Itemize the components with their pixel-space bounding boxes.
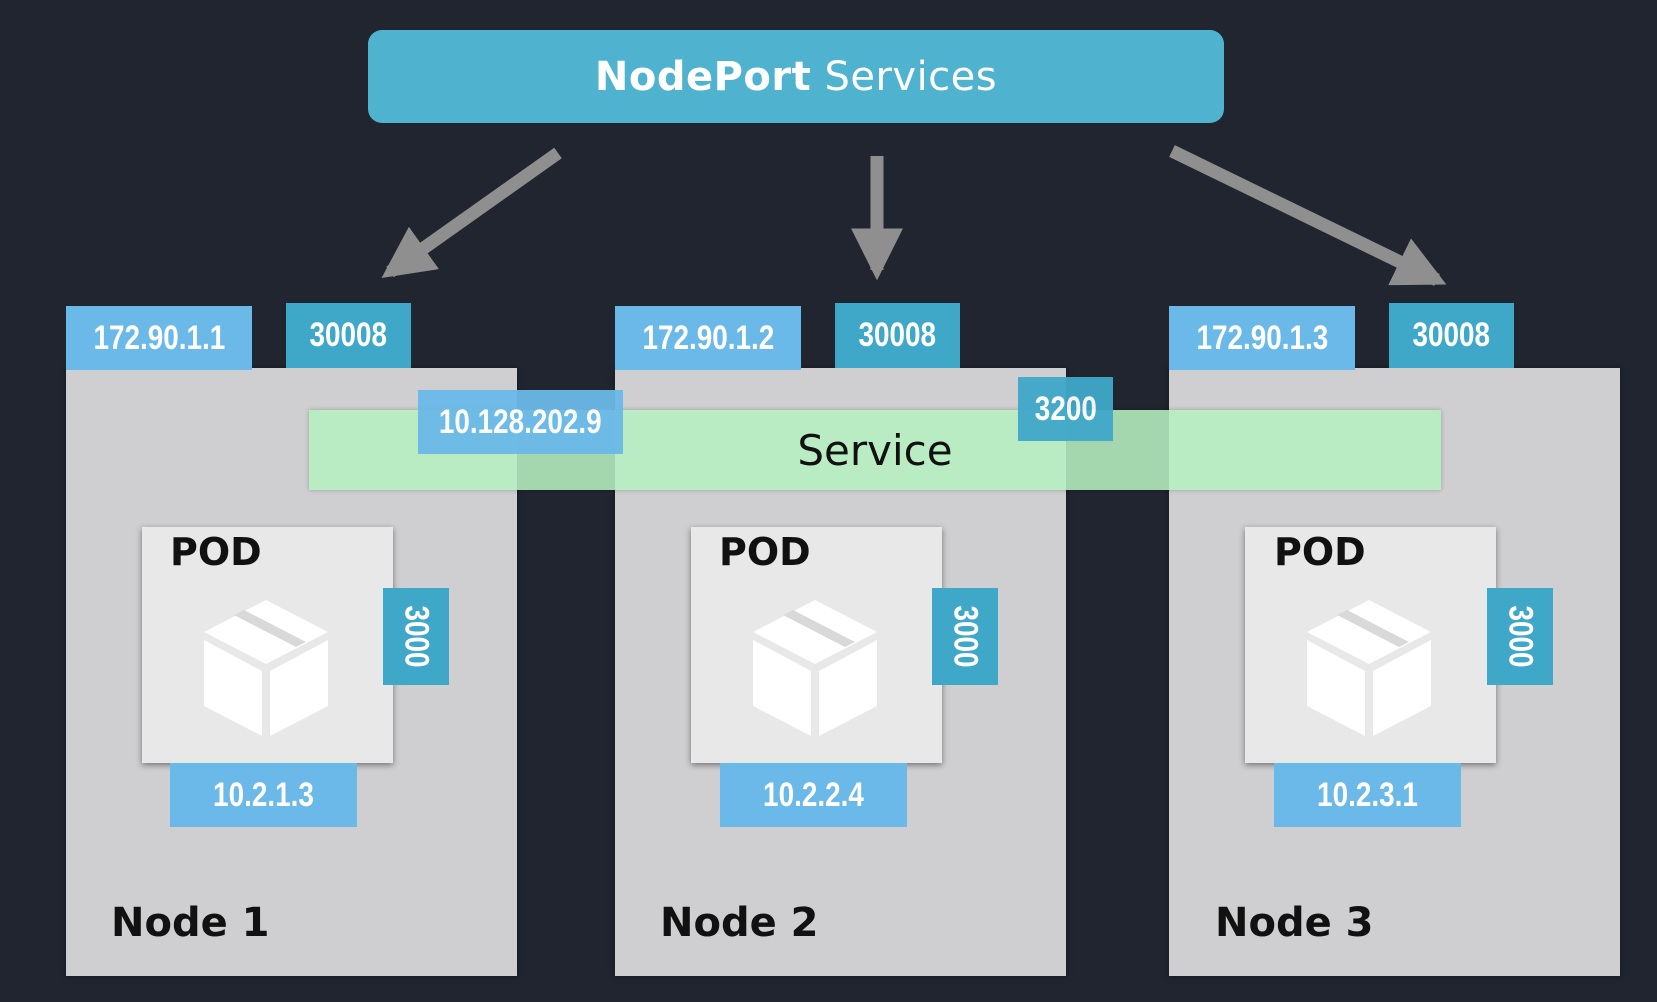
box-icon (204, 600, 328, 736)
node-3-nodeport-tag: 30008 (1389, 303, 1514, 368)
node-2-pod-label: POD (719, 530, 811, 574)
node-3-ip-tag: 172.90.1.3 (1169, 306, 1355, 370)
node-2-pod-ip-tag: 10.2.2.4 (720, 763, 907, 827)
node-1-nodeport-tag: 30008 (286, 303, 411, 368)
node-1-label: Node 1 (111, 900, 270, 946)
arrow-to-node-3 (1169, 145, 1447, 286)
node-1-pod-ip-tag: 10.2.1.3 (170, 763, 357, 827)
arrow-to-node-1 (381, 147, 562, 279)
nodeport-services-banner: NodePort Services (368, 30, 1224, 123)
banner-title-bold: NodePort (594, 53, 812, 100)
node-2-nodeport-tag: 30008 (835, 303, 960, 368)
node-1-pod-port: 3000 (383, 588, 449, 685)
node-2-label: Node 2 (660, 900, 819, 946)
service-label: Service (797, 425, 953, 475)
node-2-ip-tag: 172.90.1.2 (615, 306, 801, 370)
node-2-pod-port: 3000 (932, 588, 998, 685)
node-1-ip-tag: 172.90.1.1 (66, 306, 252, 370)
service-cluster-ip-tag: 10.128.202.9 (418, 390, 623, 454)
node-3-pod-port: 3000 (1487, 588, 1553, 685)
node-3-pod-ip-tag: 10.2.3.1 (1274, 763, 1461, 827)
node-3-pod-label: POD (1274, 530, 1366, 574)
box-icon (1307, 600, 1431, 736)
banner-title-rest: Services (811, 53, 998, 100)
service-port-tag: 3200 (1018, 377, 1113, 441)
box-icon (753, 600, 877, 736)
node-1-pod-label: POD (170, 530, 262, 574)
node-3-label: Node 3 (1215, 900, 1374, 946)
